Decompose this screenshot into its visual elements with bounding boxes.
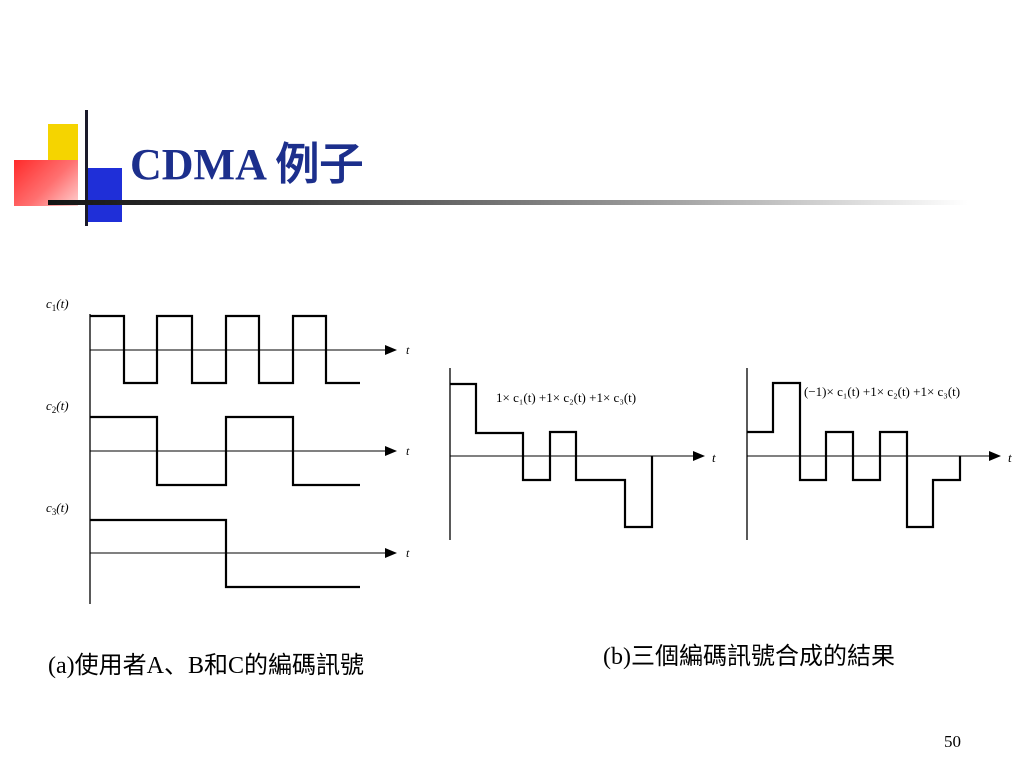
c1-label: c1(t) (46, 296, 69, 313)
caption-b: (b)三個編碼訊號合成的結果 (603, 644, 895, 670)
diagram-b1-axis-label: t (712, 450, 716, 465)
c3-waveform (90, 518, 360, 589)
page-number: 50 (944, 732, 961, 751)
diagram-b2-formula: (−1)× c₁(t) +1× c₂(t) +1× c₃(t) (804, 384, 960, 399)
diagram-b1: t 1× c₁(t) +1× c₂(t) +1× c₃(t) (449, 368, 716, 540)
accent-vertical-line (85, 110, 88, 226)
c2-waveform (90, 415, 360, 487)
slide-title: CDMA 例子 (130, 140, 364, 189)
c3-label: c3(t) (46, 500, 69, 517)
c2-axis-label: t (406, 444, 410, 458)
c3-axis-label: t (406, 546, 410, 560)
accent-red-square (14, 160, 78, 206)
c1-waveform (90, 314, 360, 385)
diagram-b2-axis-label: t (1008, 450, 1012, 465)
c2-label: c2(t) (46, 398, 69, 415)
c1-axis-label: t (406, 343, 410, 357)
diagram-a: c1(t) t c2(t) t c3(t) t (46, 296, 410, 604)
caption-a: (a)使用者A、B和C的編碼訊號 (48, 653, 364, 679)
diagram-b2: t (−1)× c₁(t) +1× c₂(t) +1× c₃(t) (746, 368, 1012, 540)
accent-blue-square (88, 168, 122, 222)
title-underline-rule (48, 200, 968, 205)
diagram-b2-waveform (747, 381, 962, 529)
diagram-b1-formula: 1× c₁(t) +1× c₂(t) +1× c₃(t) (496, 390, 636, 405)
accent-yellow-square (48, 124, 78, 162)
diagram-b1-waveform (450, 382, 654, 529)
